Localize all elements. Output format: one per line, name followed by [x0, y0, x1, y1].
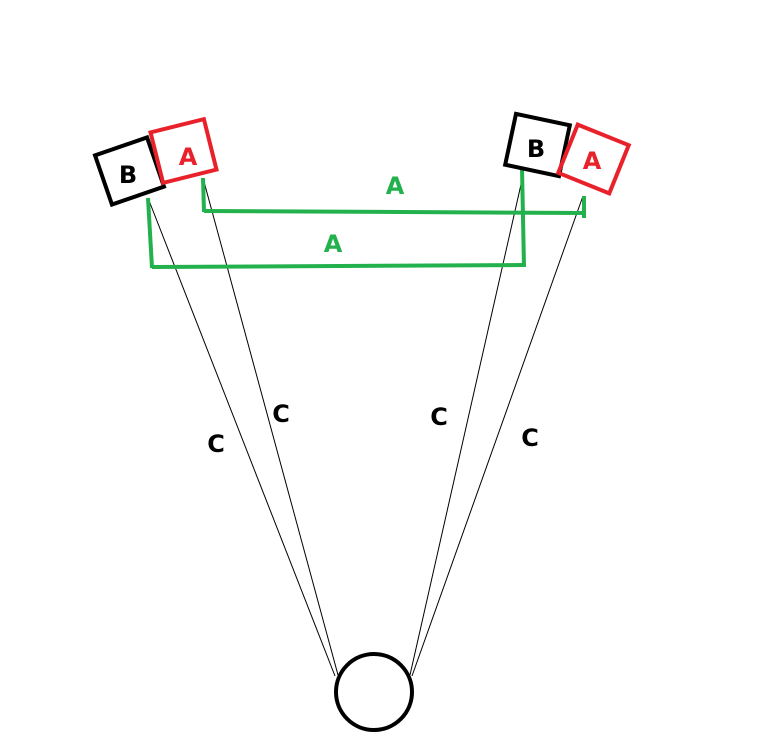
- ray-label-c-1: C: [207, 430, 225, 458]
- ray-label-c-4: C: [521, 424, 539, 452]
- ray-label-c-2: C: [272, 400, 290, 428]
- left-speaker-a-label: A: [179, 143, 198, 171]
- left-speaker-b-label: B: [119, 161, 137, 189]
- ray-right-b: [409, 179, 523, 676]
- right-speaker-a-label: A: [583, 147, 602, 175]
- listener-circle: [334, 652, 414, 732]
- ray-left-b: [147, 197, 336, 677]
- right-speaker-a: [555, 121, 632, 197]
- right-speaker-b: [502, 111, 573, 179]
- ray-label-c-3: C: [430, 403, 448, 431]
- right-speaker-b-label: B: [527, 135, 545, 163]
- lower-distance-label: A: [324, 230, 343, 258]
- ray-left-a: [202, 177, 339, 676]
- upper-distance-label: A: [386, 172, 405, 200]
- lower-distance-bracket: [146, 167, 526, 269]
- left-speaker-a: [148, 116, 219, 186]
- ray-right-a: [411, 195, 584, 677]
- left-speaker-b: [92, 134, 167, 208]
